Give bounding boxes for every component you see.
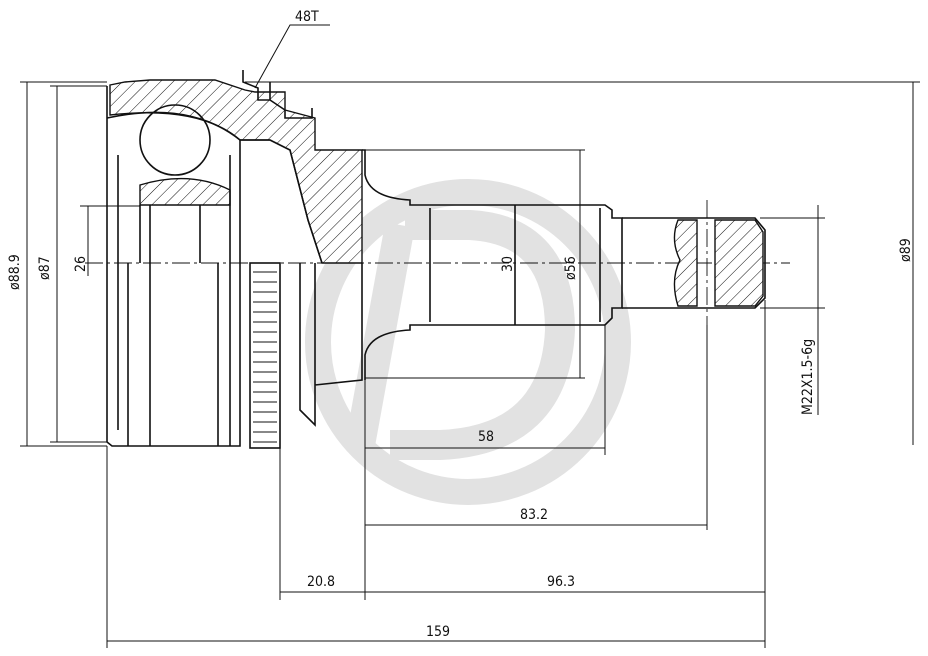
outer-housing (106, 70, 363, 447)
label-dia-89: ø89 (898, 238, 914, 262)
dimension-lines (20, 24, 920, 648)
label-159: 159 (426, 624, 450, 640)
label-58: 58 (478, 429, 494, 445)
label-48t: 48T (295, 9, 319, 25)
label-30: 30 (500, 256, 516, 272)
abs-tone-ring (249, 262, 363, 449)
label-thread: M22X1.5-6g (800, 339, 816, 415)
stem-spline (362, 149, 766, 380)
label-dia-56: ø56 (563, 256, 579, 280)
label-dia-88-9: ø88.9 (7, 254, 23, 290)
watermark-logo (305, 179, 631, 505)
label-20-8: 20.8 (307, 574, 335, 590)
label-26: 26 (73, 256, 89, 272)
label-83-2: 83.2 (520, 507, 548, 523)
label-dia-87: ø87 (37, 256, 53, 280)
label-96-3: 96.3 (547, 574, 575, 590)
